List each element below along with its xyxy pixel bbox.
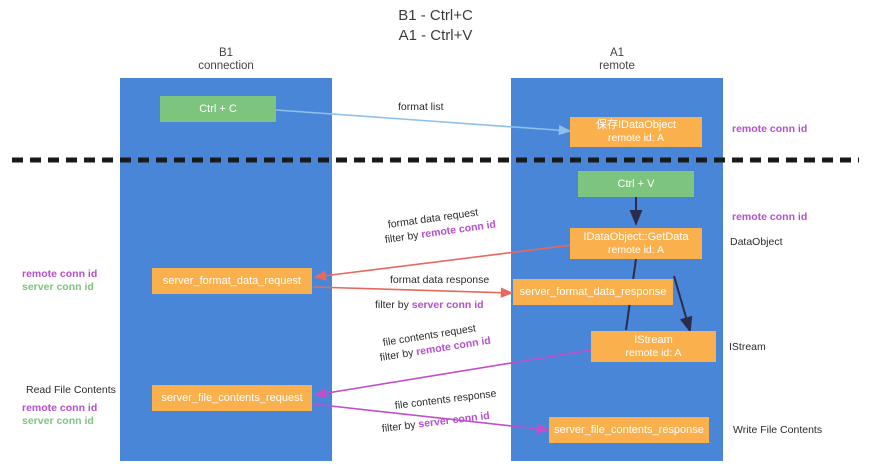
box-istream-line1: IStream <box>634 333 673 346</box>
box-istream[interactable]: IStream remote id: A <box>591 331 716 362</box>
filter-key-server-conn-id: server conn id <box>417 409 491 431</box>
left-label-server-conn-id-bottom: server conn id <box>22 415 94 427</box>
box-server-file-contents-response[interactable]: server_file_contents_response <box>549 417 709 443</box>
lane-header-b1-role: connection <box>198 60 254 72</box>
right-label-istream: IStream <box>729 341 766 353</box>
filter-key-server-conn-id: server conn id <box>411 299 484 311</box>
filter-prefix: filter by <box>381 418 420 435</box>
edge-label-file-contents-response: file contents response <box>394 387 498 412</box>
box-idataobject-store[interactable]: 保存IDataObject remote id: A <box>570 117 702 147</box>
title-line-1: B1 - Ctrl+C <box>398 7 473 24</box>
right-label-dataobject: DataObject <box>730 236 783 248</box>
left-label-remote-conn-id-bottom: remote conn id <box>22 402 98 414</box>
left-label-remote-conn-id-mid: remote conn id <box>22 268 98 280</box>
edge-label-file-contents-response-filter: filter by server conn id <box>381 410 490 436</box>
box-server-format-data-response-label: server_format_data_response <box>519 285 667 298</box>
box-getdata-line1: IDataObject::GetData <box>583 230 689 243</box>
box-server-format-data-request[interactable]: server_format_data_request <box>152 268 312 294</box>
lane-header-a1-name: A1 <box>609 47 625 59</box>
filter-prefix: filter by <box>375 299 412 311</box>
title-line-2: A1 - Ctrl+V <box>398 27 473 44</box>
box-istream-line2: remote id: A <box>625 346 682 359</box>
box-server-file-contents-response-label: server_file_contents_response <box>554 423 704 436</box>
page-title: B1 - Ctrl+C A1 - Ctrl+V <box>0 6 871 46</box>
box-ctrl-c[interactable]: Ctrl + C <box>160 96 276 122</box>
box-getdata[interactable]: IDataObject::GetData remote id: A <box>570 228 702 259</box>
box-server-file-contents-request-label: server_file_contents_request <box>161 391 303 404</box>
box-getdata-line2: remote id: A <box>607 243 665 256</box>
edge-label-format-data-response-filter: filter by server conn id <box>375 299 484 312</box>
box-ctrl-v-label: Ctrl + V <box>617 177 655 190</box>
right-label-write-file-contents: Write File Contents <box>733 424 823 436</box>
edge-label-format-data-response: format data response <box>390 274 490 286</box>
right-label-remote-conn-id-mid: remote conn id <box>732 211 808 223</box>
box-ctrl-v[interactable]: Ctrl + V <box>578 171 694 197</box>
left-label-server-conn-id-mid: server conn id <box>22 281 94 293</box>
lane-header-a1-role: remote <box>599 60 635 72</box>
lane-header-b1: B1 connection <box>120 47 332 73</box>
lane-header-a1: A1 remote <box>511 47 723 73</box>
box-server-format-data-request-label: server_format_data_request <box>162 274 302 287</box>
right-label-remote-conn-id-top: remote conn id <box>732 123 808 135</box>
box-ctrl-c-label: Ctrl + C <box>199 102 237 115</box>
box-server-file-contents-request[interactable]: server_file_contents_request <box>152 385 312 411</box>
left-label-read-file-contents: Read File Contents <box>26 384 116 396</box>
box-idataobject-store-line1: 保存IDataObject <box>595 119 677 131</box>
box-idataobject-store-line2: remote id: A <box>607 132 665 144</box>
edge-label-format-list: format list <box>398 101 444 113</box>
lane-header-b1-name: B1 <box>218 47 234 59</box>
box-server-format-data-response[interactable]: server_format_data_response <box>513 279 673 305</box>
